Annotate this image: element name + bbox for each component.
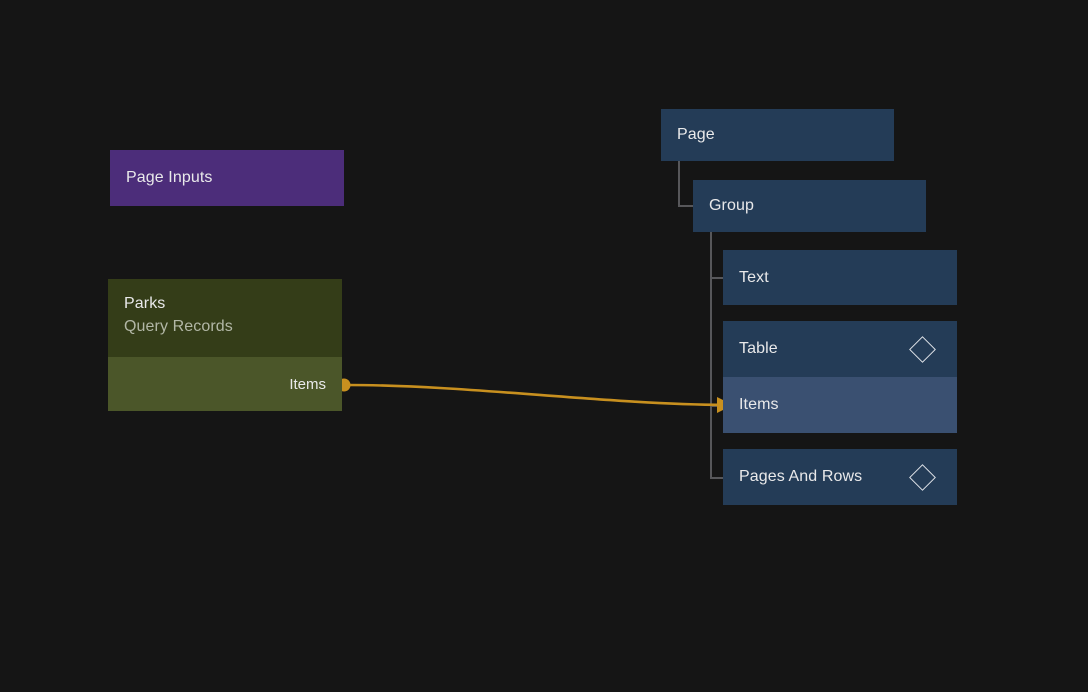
node-page-inputs[interactable]: Page Inputs: [110, 150, 344, 206]
tree-node-text[interactable]: Text: [723, 250, 957, 305]
tree-node-pages-and-rows[interactable]: Pages And Rows: [723, 449, 957, 505]
tree-node-group[interactable]: Group: [693, 180, 926, 232]
tree-node-text-row: Text: [723, 250, 957, 305]
tree-node-table[interactable]: Table Items: [723, 321, 957, 433]
node-parks-subtitle: Query Records: [124, 318, 233, 335]
tree-node-pages-and-rows-label: Pages And Rows: [739, 468, 863, 485]
node-parks-title: Parks: [124, 295, 166, 312]
tree-node-table-items-label: Items: [739, 396, 779, 413]
edge-items-to-items: [345, 383, 727, 407]
node-parks-output-label: Items: [289, 375, 326, 393]
tree-node-group-label: Group: [709, 197, 754, 214]
tree-node-text-label: Text: [739, 268, 769, 286]
node-parks[interactable]: Parks Query Records Items: [108, 279, 342, 411]
diamond-icon: [909, 335, 936, 363]
tree-node-page[interactable]: Page: [661, 109, 894, 161]
tree-node-table-label: Table: [739, 340, 778, 357]
connector-page-to-group: [678, 161, 694, 207]
tree-node-pages-and-rows-row: Pages And Rows: [723, 449, 957, 505]
tree-node-page-label: Page: [677, 126, 715, 143]
connector-group-children: [710, 232, 724, 480]
node-parks-header: Parks Query Records: [108, 279, 342, 357]
node-page-inputs-row: Page Inputs: [110, 150, 344, 206]
diamond-icon: [909, 463, 936, 491]
tree-node-table-items-row[interactable]: Items: [723, 377, 957, 433]
node-page-inputs-title: Page Inputs: [126, 169, 213, 186]
tree-node-group-row: Group: [693, 180, 926, 232]
tree-node-table-header[interactable]: Table: [723, 321, 957, 377]
tree-node-page-row: Page: [661, 109, 894, 161]
node-parks-output-row[interactable]: Items: [108, 357, 342, 411]
